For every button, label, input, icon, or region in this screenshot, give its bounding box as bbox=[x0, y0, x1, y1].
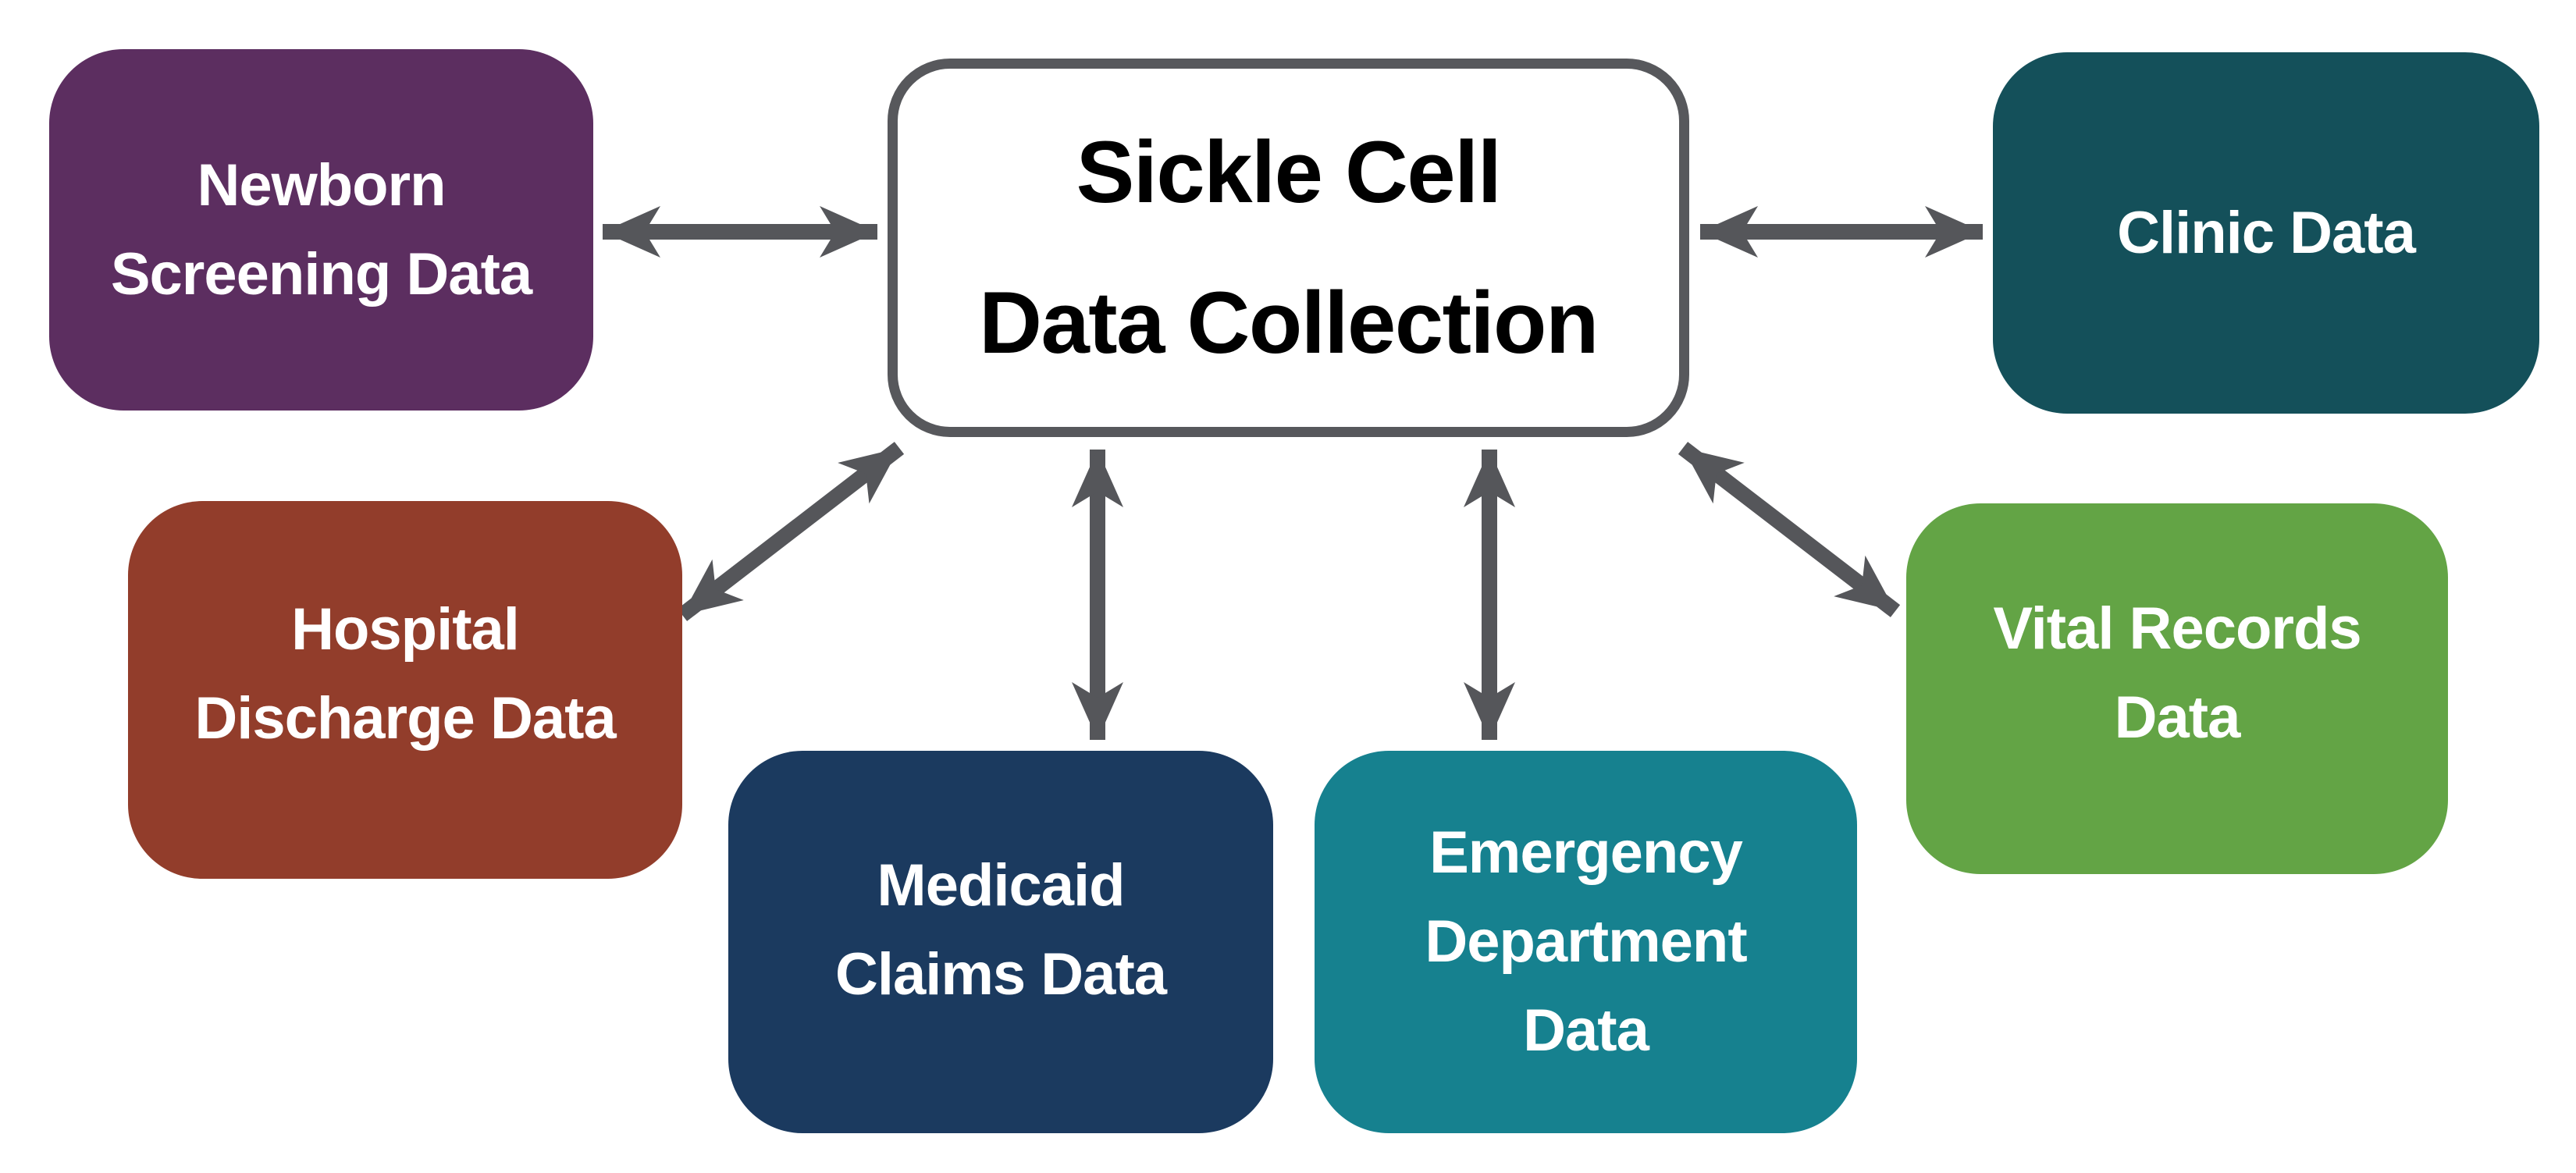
center-node-sickle-cell-data-collection: Sickle Cell Data Collection bbox=[888, 59, 1689, 437]
center-node-label: Sickle Cell Data Collection bbox=[979, 98, 1599, 398]
node-newborn-screening-data: Newborn Screening Data bbox=[49, 49, 593, 411]
node-label-line: Clinic Data bbox=[2117, 199, 2416, 266]
node-clinic-data: Clinic Data bbox=[1993, 52, 2539, 414]
node-label: Medicaid Claims Data bbox=[834, 841, 1167, 1019]
node-label-line: Medicaid bbox=[877, 852, 1125, 919]
node-label: Clinic Data bbox=[2117, 189, 2416, 278]
node-label-line: Discharge Data bbox=[194, 685, 616, 752]
node-vital-records-data: Vital Records Data bbox=[1906, 503, 2448, 874]
node-label-line: Data bbox=[1523, 997, 1649, 1064]
node-label-line: Newborn bbox=[197, 151, 446, 219]
node-label-line: Department bbox=[1425, 908, 1747, 975]
node-label: Vital Records Data bbox=[1993, 585, 2361, 762]
node-label: Newborn Screening Data bbox=[111, 141, 532, 319]
arrow-center-vital bbox=[1678, 442, 1901, 617]
arrow-center-hospital bbox=[677, 442, 905, 621]
node-hospital-discharge-data: Hospital Discharge Data bbox=[128, 501, 682, 879]
node-label: Hospital Discharge Data bbox=[194, 585, 616, 763]
node-medicaid-claims-data: Medicaid Claims Data bbox=[728, 751, 1273, 1133]
node-label-line: Screening Data bbox=[110, 240, 532, 307]
node-label-line: Claims Data bbox=[834, 941, 1167, 1008]
node-label-line: Hospital bbox=[291, 596, 520, 663]
node-label-line: Vital Records bbox=[1993, 595, 2361, 662]
node-label-line: Emergency bbox=[1429, 819, 1743, 886]
node-emergency-department-data: Emergency Department Data bbox=[1315, 751, 1857, 1133]
center-label-line: Sickle Cell bbox=[1076, 123, 1502, 221]
node-label: Emergency Department Data bbox=[1425, 809, 1747, 1075]
center-label-line: Data Collection bbox=[979, 273, 1599, 371]
node-label-line: Data bbox=[2114, 684, 2241, 751]
